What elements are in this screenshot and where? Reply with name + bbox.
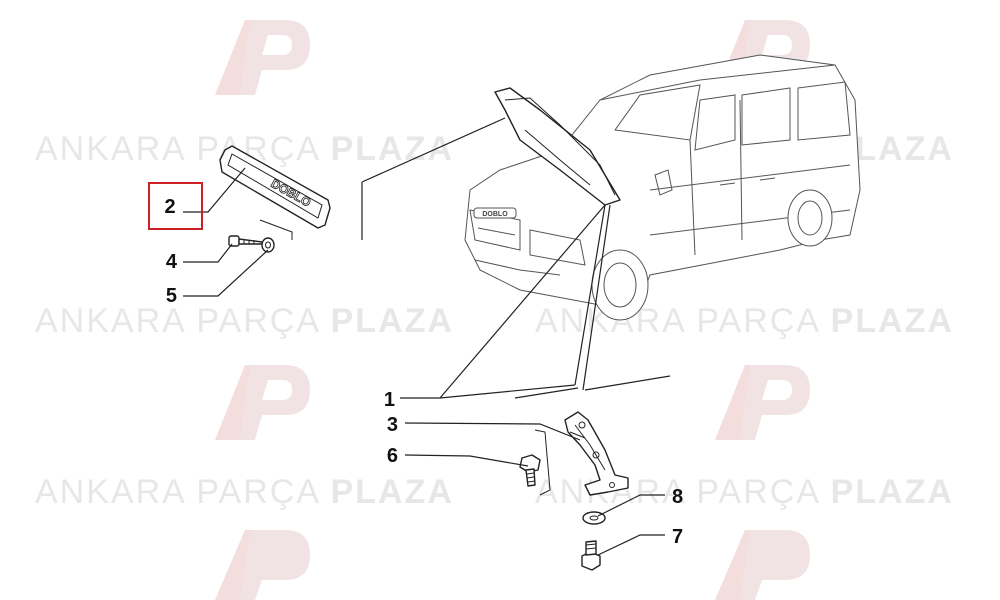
part-3-hinge	[564, 411, 629, 496]
watermark-logo	[715, 530, 810, 600]
callout-2-highlight	[148, 182, 203, 230]
callout-labels: 1 2 3 4 5 6 7 8	[164, 196, 683, 548]
leader-4	[183, 243, 233, 263]
leader-2	[183, 167, 246, 213]
grille-badge-text: DOBLO	[482, 211, 508, 218]
callout-8: 8	[672, 486, 683, 508]
leader-3	[404, 422, 581, 441]
leader-6	[404, 454, 529, 467]
part-5-clip-nut	[261, 237, 275, 253]
callout-2: 2	[164, 196, 175, 218]
watermark-text: ANKARA PARÇA PLAZA	[35, 473, 454, 511]
watermark-logo	[715, 365, 810, 440]
leader-8	[597, 494, 665, 517]
callout-4: 4	[166, 251, 178, 273]
leader-7	[597, 534, 665, 556]
watermark-logo	[215, 20, 310, 95]
leader-lines	[183, 117, 671, 556]
part-2-emblem: DOBLO	[219, 145, 331, 229]
leader-1	[439, 204, 606, 399]
bonnet-panel	[494, 87, 621, 206]
part-6-bolt	[519, 454, 541, 487]
part-2-bracket	[259, 219, 293, 240]
callout-5: 5	[166, 285, 177, 307]
van-illustration: DOBLO	[464, 54, 861, 321]
callout-1: 1	[384, 389, 395, 411]
callout-3: 3	[387, 414, 398, 436]
watermark-text: ANKARA PARÇA PLAZA	[535, 302, 954, 340]
watermark-text: ANKARA PARÇA PLAZA	[35, 302, 454, 340]
part-3-bracket	[534, 429, 551, 496]
watermark-layer: ANKARA PARÇA PLAZA ANKARA PARÇA PLAZA AN…	[35, 20, 954, 600]
watermark-logo	[215, 365, 310, 440]
part-7-bolt	[581, 540, 601, 571]
watermark-logo	[215, 530, 310, 600]
grille-badge	[473, 207, 517, 219]
callout-6: 6	[387, 445, 398, 467]
leader-5	[183, 249, 269, 297]
callout-7: 7	[672, 526, 683, 548]
